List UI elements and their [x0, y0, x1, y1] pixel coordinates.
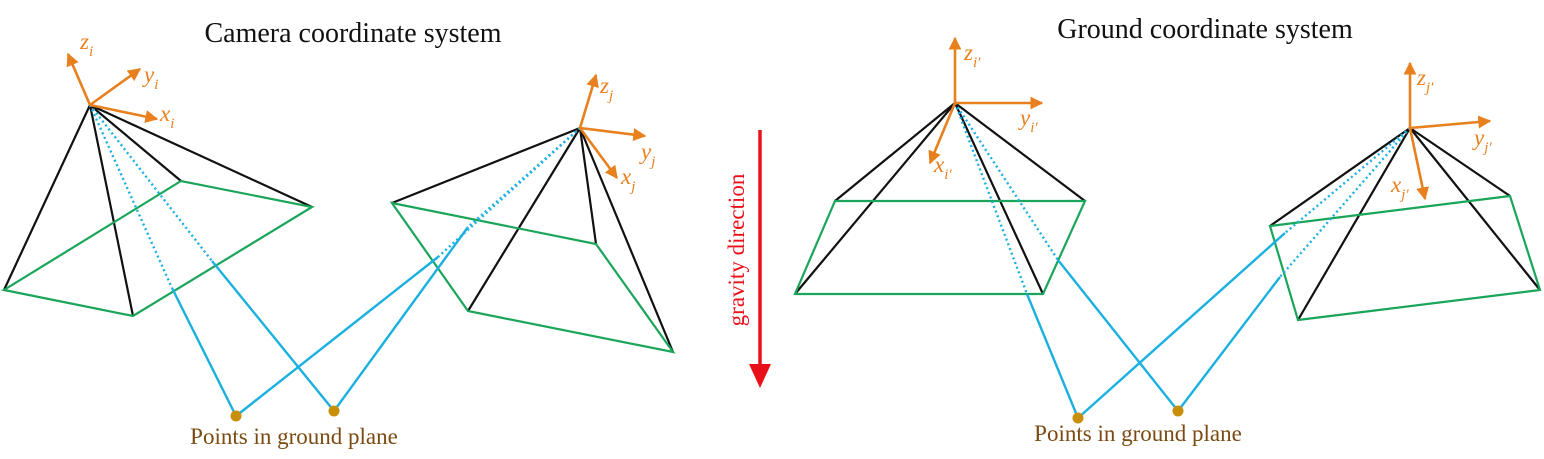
ground-point: [1072, 412, 1084, 424]
camera-j-image-plane: [389, 201, 676, 354]
camera-rays: [88, 104, 581, 417]
ground-points-caption: Points in ground plane: [190, 424, 398, 449]
ground-camera-j-frustum: [1269, 127, 1541, 321]
axis-label-y-i: yi: [142, 62, 158, 93]
ground-point: [230, 410, 242, 422]
ground-camera-j-image-plane: [1268, 194, 1542, 322]
axis-label-x-i-prime: xi′: [933, 152, 952, 183]
axis-label-z-j-prime: zj′: [1416, 65, 1434, 96]
axis-label-y-i-prime: yi′: [1018, 105, 1038, 136]
camera-i-axes: [66, 52, 159, 123]
ground-rays: [953, 102, 1411, 419]
camera-i-image-plane: [1, 179, 315, 318]
camera-coordinate-title: Camera coordinate system: [204, 18, 501, 49]
axis-label-y-j-prime: yj′: [1472, 125, 1492, 156]
camera-j-axes: [578, 73, 647, 180]
axis-label-y-j: yj: [639, 139, 655, 170]
axis-label-z-i-prime: zi′: [963, 40, 981, 71]
ground-j-axes: [1403, 61, 1492, 201]
gravity-arrow-head: [749, 364, 771, 388]
camera-panel: Points in ground plane zi yi xi zj yj xj: [1, 29, 676, 449]
axis-label-x-i: xi: [159, 101, 174, 132]
camera-i-frustum: [3, 104, 313, 317]
axis-label-x-j-prime: xj′: [1390, 172, 1409, 203]
ground-camera-i-image-plane: [793, 199, 1087, 296]
gravity-indicator: gravity direction: [724, 130, 771, 388]
ground-camera-i-frustum: [794, 102, 1086, 295]
ground-point: [1172, 405, 1184, 417]
ground-i-axes: [928, 36, 1044, 165]
ground-points-caption: Points in ground plane: [1034, 421, 1242, 446]
axis-label-z-i: zi: [79, 29, 93, 60]
camera-j-frustum: [391, 126, 675, 353]
axis-label-z-j: zj: [599, 73, 613, 104]
ground-panel: Points in ground plane zi′ yi′ xi′ zj′ y…: [793, 36, 1542, 446]
ground-coordinate-title: Ground coordinate system: [1057, 14, 1353, 45]
ground-point: [328, 405, 340, 417]
axis-label-x-j: xj: [620, 164, 635, 195]
gravity-direction-label: gravity direction: [724, 173, 749, 326]
